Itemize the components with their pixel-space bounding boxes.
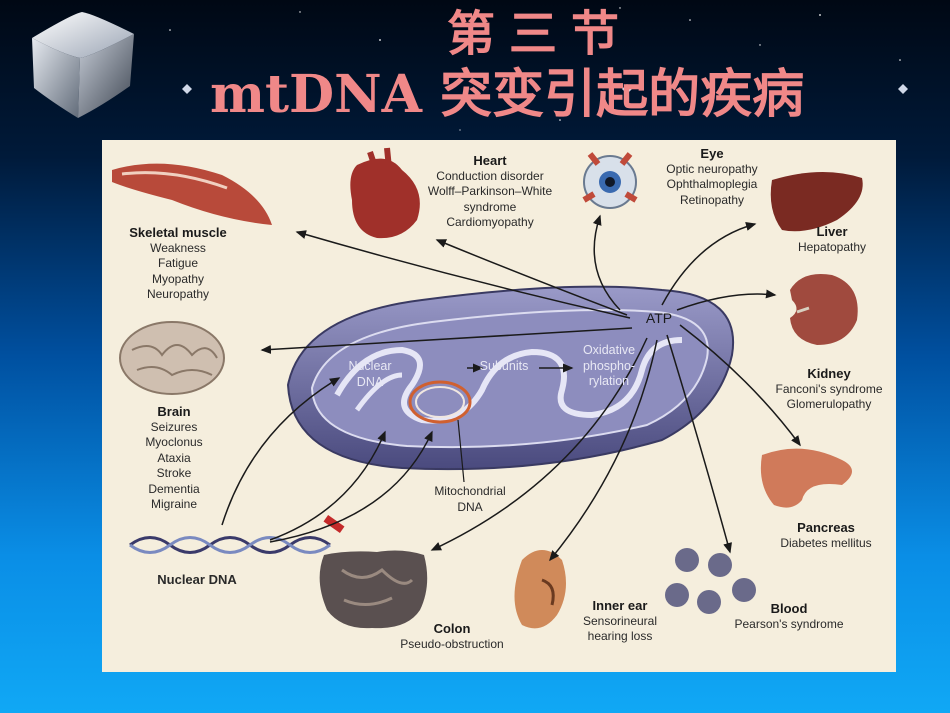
nuclear-dna-arrows — [221, 363, 574, 543]
brain-item: Seizures — [150, 419, 198, 434]
blood-item: Pearson's syndrome — [734, 616, 844, 631]
mito-nuclear-dna-label: Nuclear DNA — [334, 359, 406, 390]
inner-ear-item: hearing loss — [587, 629, 653, 643]
brain-icon — [119, 321, 225, 395]
slide-title-line2: mtDNA 突变引起的疾病 — [210, 52, 890, 127]
mitochondrial-dna-line: Mitochondrial — [434, 484, 506, 498]
mitochondrion-illustration — [286, 285, 735, 471]
liver-icon — [770, 171, 863, 232]
brain-item: Ataxia — [157, 450, 191, 465]
eye-item: Optic neuropathy — [666, 161, 758, 176]
mito-nuclear-dna-line: DNA — [356, 374, 384, 389]
brain-name: Brain — [157, 404, 191, 419]
mito-oxphos-line: phospho- — [582, 358, 636, 373]
kidney-label-block: Kidney Fanconi's syndrome Glomerulopathy — [764, 366, 894, 413]
skeletal-muscle-item: Neuropathy — [146, 287, 210, 301]
heart-item: Cardiomyopathy — [446, 215, 534, 229]
mito-oxphos-line: rylation — [588, 374, 630, 388]
inner-ear-icon — [514, 550, 566, 629]
heart-name: Heart — [473, 153, 507, 168]
brain-item: Dementia — [148, 481, 200, 496]
atp-label: ATP — [645, 310, 673, 326]
eye-label-block: Eye Optic neuropathy Ophthalmoplegia Ret… — [650, 146, 774, 208]
heart-item: Wolff–Parkinson–White — [427, 184, 553, 198]
skeletal-muscle-item: Fatigue — [157, 256, 199, 270]
skeletal-muscle-icon — [112, 163, 272, 225]
cube-logo-icon — [32, 12, 134, 118]
inner-ear-item: Sensorineural — [582, 613, 658, 628]
mitochondrial-dna-line: DNA — [457, 499, 483, 514]
title-latin-part: mtDNA — [210, 64, 441, 125]
colon-label-block: Colon Pseudo-obstruction — [392, 621, 512, 652]
brain-item: Myoclonus — [145, 435, 203, 449]
skeletal-muscle-label-block: Skeletal muscle Weakness Fatigue Myopath… — [108, 225, 248, 303]
title-cjk-part: 突变引起的疾病 — [440, 65, 805, 125]
skeletal-muscle-item: Weakness — [150, 240, 206, 255]
kidney-icon — [790, 274, 858, 345]
skeletal-muscle-item: Myopathy — [151, 271, 205, 286]
skeletal-muscle-name: Skeletal muscle — [129, 225, 227, 240]
blood-label-block: Blood Pearson's syndrome — [714, 601, 864, 632]
brain-label-block: Brain Seizures Myoclonus Ataxia Stroke D… — [128, 404, 220, 513]
pancreas-item: Diabetes mellitus — [780, 535, 872, 550]
blood-cells-icon — [665, 548, 756, 614]
mito-subunits-label: Subunits — [479, 359, 529, 373]
pancreas-name: Pancreas — [797, 520, 855, 535]
mitochondrial-dna-label: Mitochondrial DNA — [420, 484, 520, 515]
brain-item: Stroke — [156, 466, 192, 480]
pancreas-label-block: Pancreas Diabetes mellitus — [764, 520, 888, 551]
inner-ear-label-block: Inner ear Sensorineural hearing loss — [570, 598, 670, 645]
mito-nuclear-dna-line: Nuclear — [348, 359, 392, 373]
pancreas-icon — [760, 448, 852, 508]
nuclear-dna-label: Nuclear DNA — [157, 572, 237, 587]
colon-name: Colon — [433, 621, 471, 636]
liver-label-block: Liver Hepatopathy — [782, 224, 882, 255]
starfield-background — [169, 7, 908, 131]
mito-oxphos-label: Oxidative phospho- rylation — [570, 343, 648, 390]
colon-icon — [319, 550, 428, 629]
eye-icon — [582, 152, 638, 209]
kidney-name: Kidney — [807, 366, 851, 381]
diamond-sparkle-icon — [182, 84, 908, 94]
heart-item: Conduction disorder — [436, 168, 544, 183]
mtdna-pointer-line — [457, 419, 465, 483]
colon-item: Pseudo-obstruction — [400, 636, 504, 651]
eye-name: Eye — [700, 146, 724, 161]
atp-arrows — [260, 214, 801, 562]
heart-item: syndrome — [463, 199, 517, 214]
heart-label-block: Heart Conduction disorder Wolff–Parkinso… — [395, 153, 585, 231]
eye-item: Retinopathy — [679, 192, 745, 207]
kidney-item: Fanconi's syndrome — [775, 381, 883, 396]
liver-item: Hepatopathy — [797, 239, 867, 254]
slide-title-line1: 第三节 — [446, 6, 633, 62]
heart-icon — [350, 147, 420, 239]
liver-name: Liver — [816, 224, 848, 239]
kidney-item: Glomerulopathy — [786, 397, 872, 411]
inner-ear-name: Inner ear — [592, 598, 648, 613]
brain-item: Migraine — [150, 497, 198, 511]
blood-name: Blood — [770, 601, 808, 616]
mito-oxphos-line: Oxidative — [582, 343, 636, 357]
eye-item: Ophthalmoplegia — [666, 177, 758, 191]
mitochondrial-disease-diagram: Heart Conduction disorder Wolff–Parkinso… — [102, 140, 896, 672]
dna-helix-icon — [129, 536, 331, 554]
